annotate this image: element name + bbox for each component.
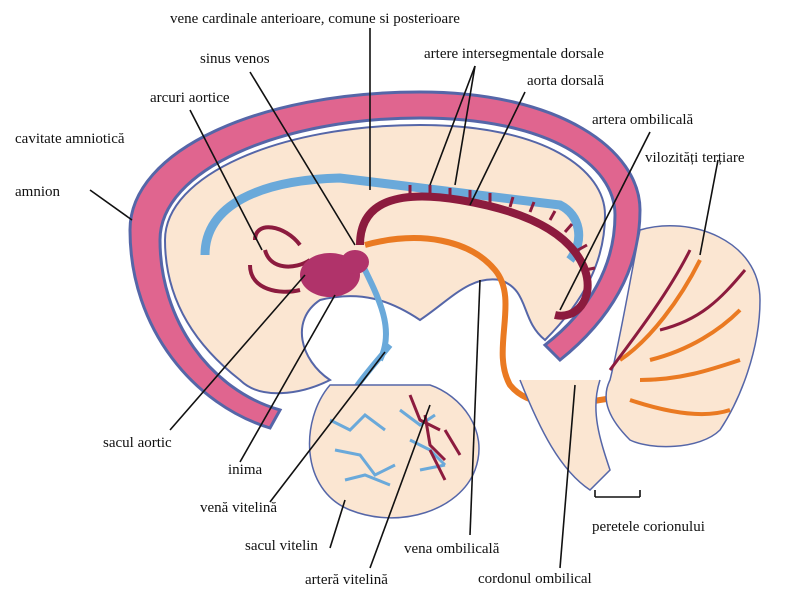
label-tertiary-villi: vilozități terțiare xyxy=(645,150,745,166)
label-amniotic-cavity: cavitate amniotică xyxy=(15,131,125,147)
label-heart: inima xyxy=(228,462,263,478)
label-aortic-arches: arcuri aortice xyxy=(150,90,230,106)
label-umbilical-artery: artera ombilicală xyxy=(592,112,694,128)
label-cardinal-veins: vene cardinale anterioare, comune si pos… xyxy=(170,11,460,27)
label-aortic-sac: sacul aortic xyxy=(103,435,172,451)
label-intersegmental-arteries: artere intersegmentale dorsale xyxy=(424,46,604,62)
label-vitelline-artery: arteră vitelină xyxy=(305,572,388,588)
label-sinus-venosus: sinus venos xyxy=(200,51,270,67)
label-yolk-sac: sacul vitelin xyxy=(245,538,318,554)
sinus-venosus-shape xyxy=(341,250,369,274)
label-chorionic-wall: peretele corionului xyxy=(592,519,705,535)
label-umbilical-cord: cordonul ombilical xyxy=(478,571,592,587)
label-vitelline-vein: venă vitelină xyxy=(200,500,277,516)
label-dorsal-aorta: aorta dorsală xyxy=(527,73,604,89)
label-umbilical-vein: vena ombilicală xyxy=(404,541,500,557)
label-amnion: amnion xyxy=(15,184,60,200)
